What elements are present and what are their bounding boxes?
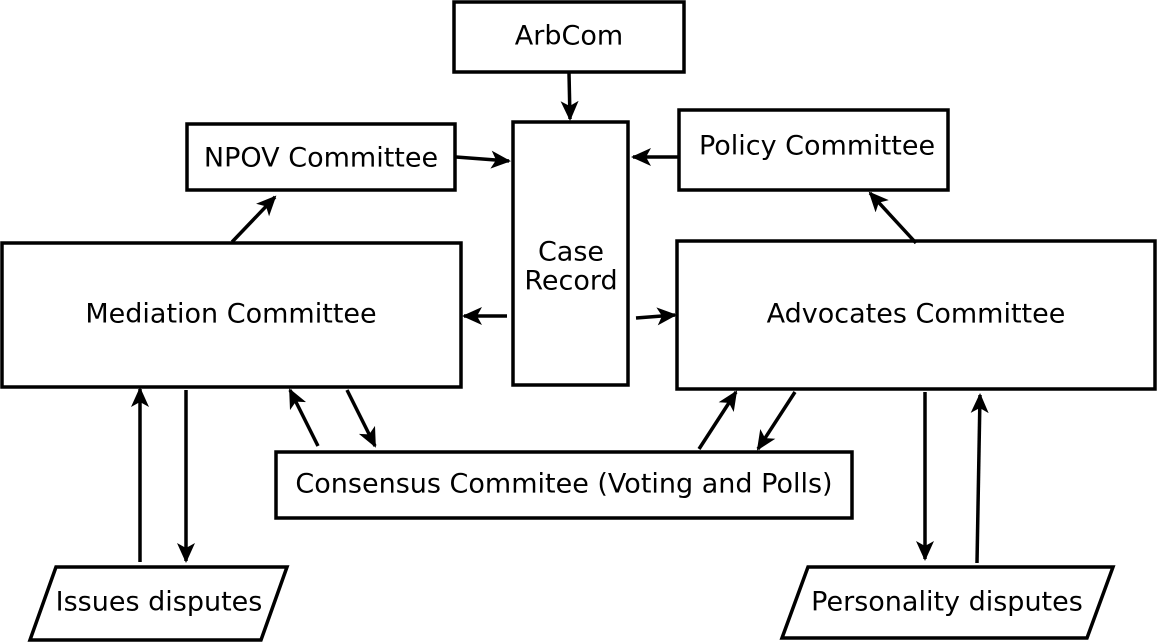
arrow-mediation-to-npov bbox=[230, 195, 277, 244]
arrow-npov-to-case-record bbox=[455, 150, 511, 169]
consensus-committee-label: Consensus Commitee (Voting and Polls) bbox=[295, 469, 832, 500]
case-record-label-line1: Case bbox=[538, 237, 604, 268]
case-record-node: Case Record bbox=[511, 120, 630, 387]
personality-disputes-label: Personality disputes bbox=[811, 587, 1083, 618]
consensus-committee-node: Consensus Commitee (Voting and Polls) bbox=[274, 450, 854, 520]
arrow-case-record-to-advocates bbox=[635, 307, 677, 326]
arrow-consensus-to-mediation bbox=[288, 388, 320, 447]
npov-committee-label: NPOV Committee bbox=[204, 143, 438, 174]
npov-committee-node: NPOV Committee bbox=[185, 122, 457, 192]
policy-committee-label: Policy Committee bbox=[699, 131, 935, 162]
arrow-personality-to-advocates bbox=[970, 393, 989, 564]
policy-committee-node: Policy Committee bbox=[677, 108, 950, 192]
edges bbox=[131, 72, 989, 564]
arrow-arbcom-to-case-record bbox=[560, 72, 579, 121]
arrow-consensus-to-advocates bbox=[697, 390, 738, 450]
issues-disputes-label: Issues disputes bbox=[56, 587, 263, 618]
arbcom-label: ArbCom bbox=[515, 21, 623, 52]
arrow-advocates-to-consensus bbox=[756, 391, 797, 451]
arrow-advocates-to-policy bbox=[868, 191, 918, 245]
arbcom-node: ArbCom bbox=[452, 0, 686, 74]
mediation-committee-label: Mediation Committee bbox=[85, 299, 376, 330]
mediation-committee-node: Mediation Committee bbox=[0, 241, 463, 389]
issues-disputes-node: Issues disputes bbox=[27, 565, 290, 642]
personality-disputes-node: Personality disputes bbox=[779, 565, 1116, 640]
advocates-committee-label: Advocates Committee bbox=[767, 299, 1066, 330]
case-record-label-line2: Record bbox=[524, 266, 617, 297]
arrow-mediation-to-consensus bbox=[345, 389, 377, 448]
advocates-committee-node: Advocates Committee bbox=[675, 239, 1157, 391]
